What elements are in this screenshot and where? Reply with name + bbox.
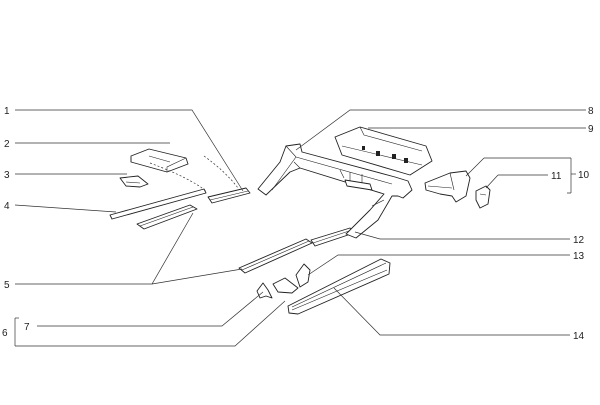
part-1-rail-segment <box>207 187 251 204</box>
callout-13: 13 <box>573 251 585 262</box>
part-3-bracket <box>119 175 149 188</box>
part-5-longitudinal-member <box>238 238 313 274</box>
callout-1: 1 <box>4 106 10 117</box>
part-4-thin-rail <box>109 188 207 220</box>
part-14-outer-sill <box>287 258 391 315</box>
part-7-clip <box>256 282 273 299</box>
callout-7: 7 <box>24 322 30 333</box>
part-2-floor-pan <box>130 148 189 173</box>
callout-14: 14 <box>573 331 585 342</box>
part-8-frame-assembly <box>257 143 413 239</box>
callout-6: 6 <box>2 328 8 339</box>
callout-2: 2 <box>4 139 10 150</box>
part-13-gussets <box>272 263 311 294</box>
callout-3: 3 <box>4 170 10 181</box>
callout-9: 9 <box>588 124 594 135</box>
callout-10: 10 <box>578 170 590 181</box>
callout-8: 8 <box>588 106 594 117</box>
callout-4: 4 <box>4 201 10 212</box>
part-11-small-bracket <box>475 185 491 209</box>
part-12-reinforcement <box>310 227 355 247</box>
callout-11: 11 <box>551 171 562 182</box>
part-10-side-extension <box>424 170 471 203</box>
part-9-rear-cross-panel <box>334 126 433 176</box>
leader-lines <box>14 109 586 347</box>
part-5-sill-member-left <box>136 204 198 230</box>
callout-5: 5 <box>4 280 10 291</box>
callout-labels: 1 2 3 4 5 6 7 8 9 10 11 12 13 14 <box>2 106 594 342</box>
callout-12: 12 <box>573 235 585 246</box>
